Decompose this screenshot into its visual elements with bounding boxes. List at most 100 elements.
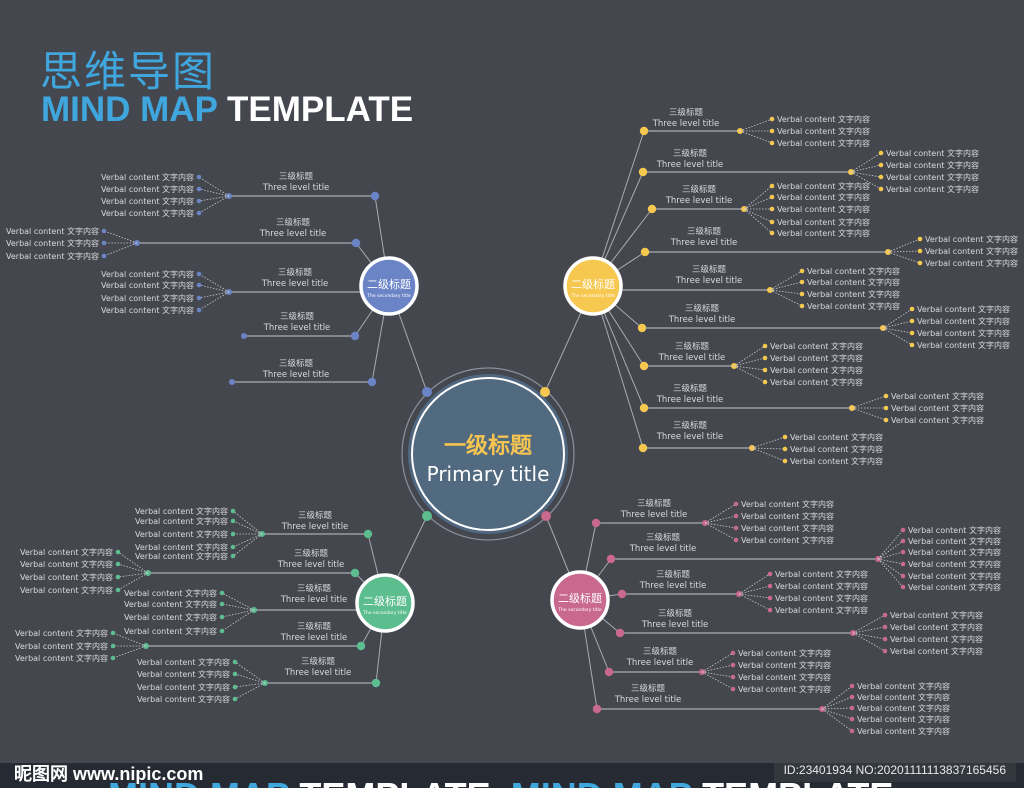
item-title-cn: 三级标题 — [297, 621, 332, 632]
title-cn: 思维导图 — [40, 47, 217, 96]
leaf-text: Verbal content 文字内容 — [6, 251, 99, 261]
item-dot — [351, 238, 361, 248]
leaf-dot — [110, 655, 116, 661]
leaf-text: Verbal content 文字内容 — [908, 582, 1001, 592]
leaf-connector — [117, 563, 149, 574]
leaf-text: Verbal content 文字内容 — [886, 148, 979, 158]
secondary-title-cn: 二级标题 — [571, 277, 615, 291]
leaf-text: Verbal content 文字内容 — [137, 657, 230, 667]
leaf-dot — [909, 306, 915, 312]
watermark-bar: MIND MAP TEMPLATE MIND MAP TEMPLATE 昵图网 … — [0, 763, 1024, 788]
leaf-text: Verbal content 文字内容 — [790, 444, 883, 454]
leaf-connector — [738, 585, 771, 595]
leaf-dot — [762, 367, 768, 373]
leaf-text: Verbal content 文字内容 — [891, 391, 984, 401]
branch-yellow: Verbal content 文字内容 Verbal content 文字内容 Ve… — [540, 107, 1018, 466]
leaf-connector — [852, 626, 886, 634]
leaf-dot — [782, 434, 788, 440]
leaf-connector — [882, 327, 913, 334]
leaf-dot — [799, 268, 805, 274]
leaf-dot — [101, 240, 107, 246]
leaf-text: Verbal content 文字内容 — [890, 610, 983, 620]
leaf-connector — [739, 130, 773, 144]
leaf-dot — [883, 405, 889, 411]
leaf-connector — [769, 289, 803, 295]
leaf-text: Verbal content 文字内容 — [738, 684, 831, 694]
leaf-connector — [877, 529, 904, 560]
item-title-cn: 三级标题 — [675, 341, 710, 352]
leaf-text: Verbal content 文字内容 — [15, 628, 108, 638]
item-title-cn: 三级标题 — [656, 569, 691, 580]
item-title-en: Three level title — [262, 183, 330, 193]
leaf-dot — [101, 253, 107, 259]
leaf-text: Verbal content 文字内容 — [777, 192, 870, 202]
leaf-connector — [877, 558, 904, 577]
item-dot — [356, 641, 366, 651]
leaf-dot — [782, 446, 788, 452]
item-dot — [363, 529, 373, 539]
leaf-text: Verbal content 文字内容 — [807, 277, 900, 287]
secondary-title-en: The secondary title — [362, 610, 407, 616]
leaf-dot — [232, 659, 238, 665]
center-outer-ring — [401, 367, 575, 541]
leaf-dot — [196, 282, 202, 288]
leaf-connector — [234, 673, 266, 684]
anchor-dot — [422, 387, 432, 397]
item-title-en: Three level title — [639, 581, 707, 591]
leaf-dot — [769, 194, 775, 200]
leaf-text: Verbal content 文字内容 — [770, 377, 863, 387]
leaf-dot — [799, 279, 805, 285]
leaf-dot — [115, 549, 121, 555]
leaf-text: Verbal content 文字内容 — [101, 293, 194, 303]
secondary-node — [355, 573, 415, 633]
leaf-dot — [878, 150, 884, 156]
leaf-dot — [730, 662, 736, 668]
leaf-dot — [799, 303, 805, 309]
secondary-title-cn: 二级标题 — [558, 591, 602, 605]
leaf-connector — [198, 176, 230, 197]
leaf-dot — [769, 116, 775, 122]
leaf-text: Verbal content 文字内容 — [738, 648, 831, 658]
leaf-dot — [917, 260, 923, 266]
leaf-connector — [877, 558, 904, 565]
leaf-dot — [196, 198, 202, 204]
leaf-connector — [704, 503, 737, 524]
leaf-connector — [852, 614, 886, 634]
leaf-text: Verbal content 文字内容 — [890, 646, 983, 656]
secondary-node — [563, 256, 623, 316]
item-dot — [604, 667, 614, 677]
leaf-text: Verbal content 文字内容 — [124, 588, 217, 598]
item-dot — [647, 204, 657, 214]
watermark-ghost-text: MIND MAP TEMPLATE MIND MAP TEMPLATE — [108, 775, 893, 788]
leaf-text: Verbal content 文字内容 — [135, 529, 228, 539]
leaf-dot — [110, 630, 116, 636]
leaf-dot — [799, 291, 805, 297]
leaf-connector — [103, 242, 138, 257]
leaf-connector — [751, 436, 786, 449]
leaf-text: Verbal content 文字内容 — [925, 258, 1018, 268]
item-title-cn: 三级标题 — [637, 498, 672, 509]
leaf-text: Verbal content 文字内容 — [775, 593, 868, 603]
leaf-connector — [769, 270, 803, 291]
leaf-connector — [743, 196, 773, 210]
item-dot — [367, 377, 377, 387]
leaf-connector — [743, 185, 773, 210]
hub-dot — [241, 333, 247, 339]
item-dot — [371, 678, 381, 688]
leaf-text: Verbal content 文字内容 — [770, 353, 863, 363]
leaf-dot — [219, 614, 225, 620]
leaf-connector — [877, 551, 904, 560]
leaf-text: Verbal content 文字内容 — [124, 599, 217, 609]
leaf-connector — [234, 682, 266, 688]
leaf-text: Verbal content 文字内容 — [738, 672, 831, 682]
item-dot — [638, 167, 648, 177]
leaf-text: Verbal content 文字内容 — [741, 523, 834, 533]
item-title-en: Three level title — [261, 279, 329, 289]
leaf-text: Verbal content 文字内容 — [101, 208, 194, 218]
leaf-dot — [917, 248, 923, 254]
leaf-dot — [762, 343, 768, 349]
leaf-connector — [751, 447, 786, 450]
leaf-connector — [738, 573, 771, 595]
